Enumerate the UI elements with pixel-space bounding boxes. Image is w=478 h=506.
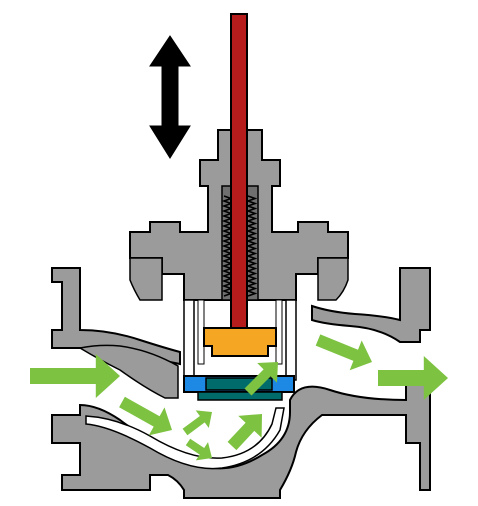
flow-arrow-icon — [378, 356, 448, 400]
flow-arrow-icon — [315, 334, 372, 371]
flow-arrow-icon — [119, 396, 172, 436]
flow-arrow-icon — [182, 410, 212, 436]
cage-wall-right — [285, 299, 297, 381]
flow-arrow-icon — [244, 362, 278, 396]
valve-body-outlet-upper — [311, 267, 431, 343]
double-vertical-arrow-icon — [149, 35, 191, 159]
plug-collar — [203, 327, 277, 357]
flow-arrow-icon — [30, 354, 120, 398]
flow-arrow-icon — [185, 438, 212, 461]
valve-body-shell-left — [77, 344, 179, 399]
valve-stem — [230, 13, 248, 329]
flow-arrow-icon — [227, 414, 262, 451]
bonnet-flange — [129, 257, 163, 301]
spring-coil-left — [221, 195, 234, 297]
lower-cavity — [85, 407, 285, 470]
bonnet-flange-right — [317, 257, 349, 301]
cage-wall-left — [183, 299, 195, 381]
seat-ring-base — [197, 391, 283, 401]
